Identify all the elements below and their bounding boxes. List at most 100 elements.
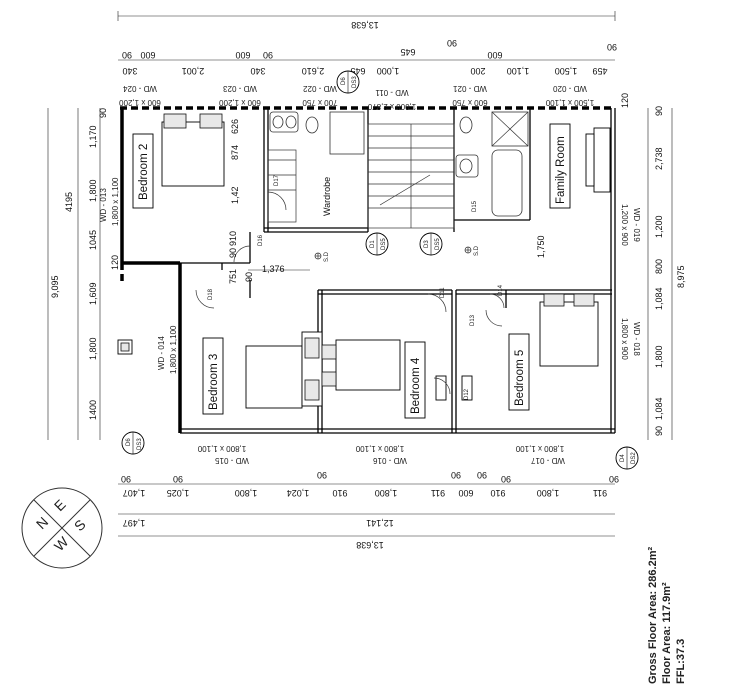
gross-floor-area: Gross Floor Area: 286.2m² <box>647 547 659 684</box>
svg-text:1,800: 1,800 <box>235 488 258 498</box>
window-wd-013-size: 1,800 x 1,100 <box>111 177 120 226</box>
dim-340-a: 340 <box>122 66 137 76</box>
window-wd-014: WD - 014 <box>157 336 166 370</box>
svg-text:1,376: 1,376 <box>262 264 285 274</box>
svg-text:90: 90 <box>477 470 487 480</box>
window-wd-022-size: 700 x 750 <box>302 98 338 107</box>
smoke-label: S.D <box>324 251 330 262</box>
svg-text:D3: D3 <box>424 240 430 248</box>
window-wd-014-size: 1,800 x 1,100 <box>169 325 178 374</box>
dim-459: 459 <box>592 66 607 76</box>
ffl-level: FFL:37.3 <box>675 639 687 684</box>
room-label-bedroom-3: Bedroom 3 <box>208 354 220 410</box>
svg-text:751: 751 <box>228 269 238 284</box>
svg-text:DS5: DS5 <box>381 238 387 250</box>
window-wd-024: WD - 024 <box>123 84 157 93</box>
svg-text:1,084: 1,084 <box>654 397 664 420</box>
basin-icon <box>285 115 297 129</box>
svg-text:90: 90 <box>228 248 238 258</box>
svg-text:DS2: DS2 <box>631 452 637 464</box>
compass-e: E <box>51 496 69 514</box>
svg-text:1,750: 1,750 <box>536 235 546 258</box>
dim-90-a: 90 <box>122 50 132 60</box>
svg-text:D1: D1 <box>370 240 376 248</box>
svg-text:DS5: DS5 <box>435 238 441 250</box>
section-marker: D3 DS5 <box>419 232 443 256</box>
top-total-dim: 13,638 <box>351 20 379 30</box>
interior-dimensions: 874 626 1,42 910 751 1,376 1,750 90 90 <box>228 119 546 284</box>
window-wd-023: WD - 023 <box>223 84 257 93</box>
dim-340-b: 340 <box>250 66 265 76</box>
room-label-wardrobe: Wardrobe <box>322 177 332 216</box>
bottom-dimensions: 1,407 1,025 1,800 1,024 910 1,800 911 60… <box>118 470 619 550</box>
window-wd-016: WD - 016 <box>373 456 407 465</box>
window-wd-013: WD - 013 <box>99 188 108 222</box>
svg-text:800: 800 <box>654 259 664 274</box>
bathroom-fixtures <box>267 111 529 223</box>
walls <box>120 106 616 434</box>
section-marker: D6 DS3 <box>121 431 145 455</box>
dim-600-a: 600 <box>140 50 155 60</box>
window-wd-011-size: 1,000 x 2,870 <box>367 102 416 111</box>
window-wd-015: WD - 015 <box>215 456 249 465</box>
dim-600-b: 600 <box>235 50 250 60</box>
door-tag-d11: D11 <box>440 287 446 298</box>
svg-text:90: 90 <box>173 474 183 484</box>
bed-icon <box>335 339 401 391</box>
section-marker: D1 DS5 <box>365 232 389 256</box>
svg-text:1,800: 1,800 <box>537 488 560 498</box>
right-total-dim: 8,975 <box>676 265 686 288</box>
svg-text:910: 910 <box>332 488 347 498</box>
window-wd-019: WD - 019 <box>632 208 641 242</box>
svg-text:1,084: 1,084 <box>654 287 664 310</box>
compass-rose: N E S W <box>21 487 103 569</box>
window-wd-018-size: 1,800 x 900 <box>620 318 629 360</box>
dim-1100: 1,100 <box>507 66 530 76</box>
svg-text:90: 90 <box>317 470 327 480</box>
svg-text:90: 90 <box>98 108 108 118</box>
dim-2001: 2,001 <box>182 66 205 76</box>
room-label-bedroom-5: Bedroom 5 <box>514 350 526 406</box>
door-tag-d12: D12 <box>464 388 470 400</box>
shower-icon <box>329 111 365 155</box>
window-labels-side: WD - 013 1,800 x 1,100 WD - 014 1,800 x … <box>99 177 641 374</box>
svg-text:910: 910 <box>228 231 238 246</box>
svg-text:90: 90 <box>244 272 254 282</box>
left-total-dim: 9,095 <box>50 275 60 298</box>
svg-text:1,170: 1,170 <box>88 125 98 148</box>
svg-text:4195: 4195 <box>64 192 74 212</box>
svg-text:120: 120 <box>110 255 120 270</box>
window-wd-020-size: 1,500 x 1,100 <box>545 98 594 107</box>
dim-90-b: 90 <box>263 50 273 60</box>
room-label-bedroom-4: Bedroom 4 <box>410 357 422 414</box>
svg-text:120: 120 <box>620 93 630 108</box>
door-tag-d16: D16 <box>258 234 264 246</box>
section-markers: D6 DS3 D1 DS5 D3 DS5 D6 DS3 D4 DS2 <box>121 70 639 470</box>
window-wd-011: WD - 011 <box>375 88 409 97</box>
floor-area: Floor Area: 117.9m² <box>661 582 673 684</box>
svg-text:911: 911 <box>431 488 445 498</box>
basin-icon <box>272 115 284 129</box>
window-wd-021: WD - 021 <box>453 84 487 93</box>
svg-text:12,141: 12,141 <box>366 518 394 528</box>
left-dimensions: 9,095 4195 1,170 1,800 1045 1,609 1,800 … <box>47 108 120 440</box>
svg-text:90: 90 <box>501 474 511 484</box>
window-wd-020: WD - 020 <box>553 84 587 93</box>
window-labels-bottom: 1,800 x 1,100 WD - 015 1,800 x 1,100 WD … <box>197 444 565 465</box>
svg-text:90: 90 <box>654 106 664 116</box>
window-wd-016-size: 1,800 x 1,100 <box>355 444 404 453</box>
window-labels-top: WD - 024 600 x 1,200 WD - 023 600 x 1,20… <box>119 84 595 111</box>
window-wd-015-size: 1,800 x 1,100 <box>197 444 246 453</box>
smoke-detectors: S.D S.D <box>314 245 480 262</box>
dim-645: 645 <box>350 66 365 76</box>
compass-n: N <box>33 514 51 532</box>
dim-2610: 2,610 <box>302 66 325 76</box>
svg-text:90: 90 <box>121 474 131 484</box>
door-tag-d14: D14 <box>498 284 504 296</box>
window-wd-021-size: 600 x 750 <box>452 98 488 107</box>
door-tag-d13: D13 <box>470 314 476 326</box>
svg-text:90: 90 <box>609 474 619 484</box>
svg-text:1,42: 1,42 <box>230 186 240 204</box>
svg-text:DS3: DS3 <box>352 76 358 88</box>
